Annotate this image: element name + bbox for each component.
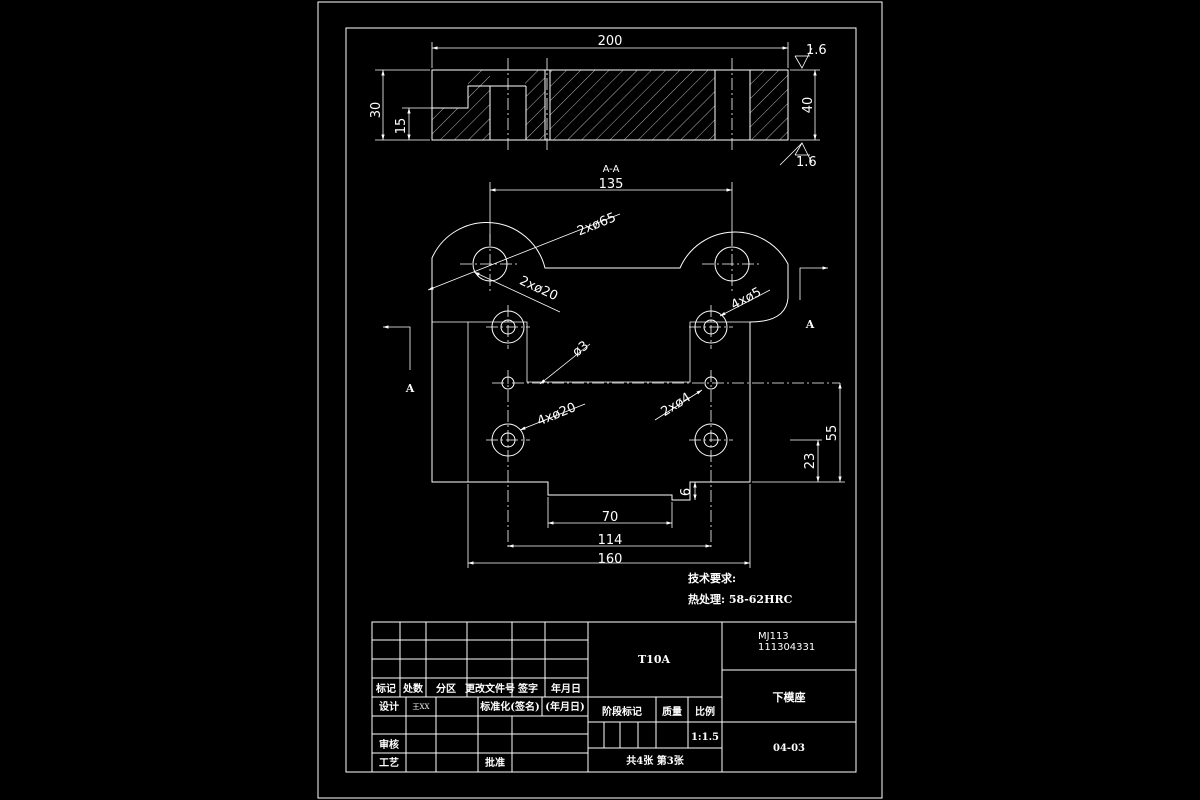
- material: T10A: [638, 653, 670, 666]
- dim-55: 55: [825, 425, 840, 442]
- roughness-bottom-value: 1.6: [796, 155, 817, 170]
- part-name: 下模座: [773, 690, 806, 704]
- dim-6: 6: [679, 488, 694, 496]
- dim-2x65: 2xø65: [575, 210, 618, 239]
- dim-135: 135: [599, 177, 624, 192]
- cut-label-right: A: [805, 318, 815, 331]
- review-label: 审核: [379, 738, 399, 751]
- sheet-count: 共4张 第3张: [626, 754, 684, 767]
- code-line1: MJ113: [758, 631, 789, 642]
- header-signature: 签字: [517, 682, 538, 695]
- code-line2: 111304331: [758, 642, 815, 653]
- dim-3: ø3: [570, 338, 592, 360]
- dim-200: 200: [598, 34, 623, 49]
- date-label: (年月日): [545, 700, 584, 713]
- stage-label: 阶段标记: [602, 705, 642, 718]
- dim-30: 30: [369, 102, 384, 119]
- dim-40: 40: [801, 97, 816, 114]
- header-mark: 标记: [375, 682, 396, 695]
- standardize-label: 标准化(签名): [479, 700, 539, 713]
- notes-title: 技术要求:: [688, 571, 736, 585]
- dim-4x5: 4xø5: [729, 285, 764, 313]
- header-change-doc: 更改文件号: [465, 682, 515, 695]
- header-count: 处数: [402, 682, 424, 695]
- dim-2x4: 2xø4: [659, 390, 694, 420]
- dim-70: 70: [602, 510, 619, 525]
- header-zone: 分区: [436, 682, 456, 695]
- top-section-view: [375, 42, 820, 166]
- section-label: A-A: [603, 164, 620, 175]
- dim-160: 160: [598, 552, 623, 567]
- title-block: [371, 621, 857, 773]
- dim-4x20: 4xø20: [535, 400, 578, 429]
- dim-15: 15: [394, 118, 409, 135]
- scale-label: 比例: [695, 705, 715, 718]
- roughness-top-value: 1.6: [806, 43, 827, 58]
- dim-23: 23: [803, 453, 818, 470]
- drawing-number: 04-03: [773, 743, 805, 754]
- header-date: 年月日: [551, 682, 581, 695]
- approve-label: 批准: [485, 756, 505, 769]
- dim-114: 114: [598, 533, 623, 548]
- design-label: 设计: [379, 700, 399, 713]
- process-label: 工艺: [379, 756, 399, 769]
- design-name: 王XX: [413, 703, 430, 711]
- notes-heat-treatment: 热处理: 58-62HRC: [688, 592, 793, 606]
- dim-2x20: 2xø20: [517, 273, 560, 304]
- weight-label: 质量: [662, 705, 682, 718]
- main-plan-view: [383, 182, 845, 568]
- outer-border: [317, 1, 883, 799]
- cut-label-left: A: [405, 382, 415, 395]
- scale-value: 1:1.5: [691, 732, 719, 743]
